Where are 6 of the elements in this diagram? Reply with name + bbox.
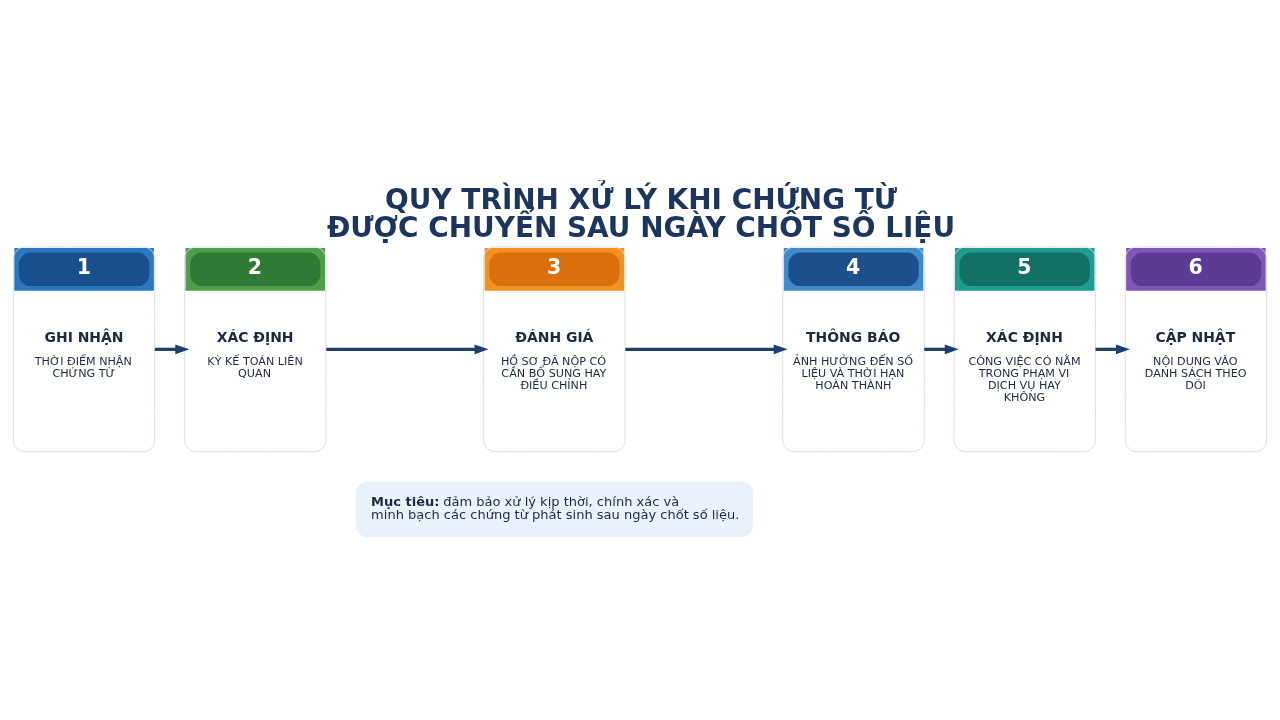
arrow <box>326 343 489 354</box>
diagram-title: QUY TRÌNH XỬ LÝ KHI CHỨNG TỪ ĐƯỢC CHUYỂN SAU NGÀY CHỐT SỐ LIỆU <box>326 182 956 244</box>
arrow <box>924 343 959 354</box>
arrow <box>625 343 788 354</box>
arrow <box>154 343 190 354</box>
arrow <box>1095 343 1130 354</box>
